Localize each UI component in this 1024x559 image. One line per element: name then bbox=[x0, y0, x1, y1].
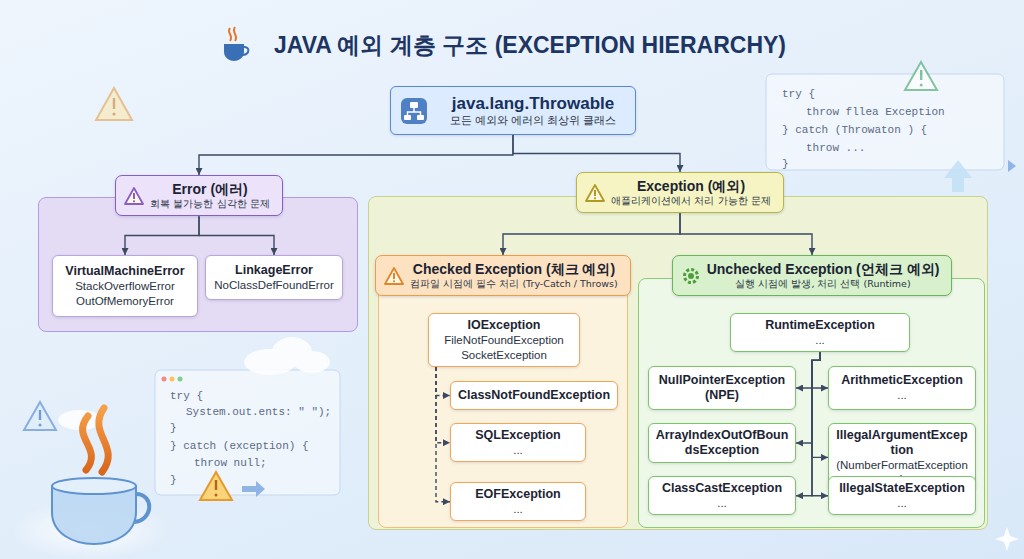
code-snippet: System.out.ents: " "); bbox=[186, 406, 331, 418]
panel-header: Unchecked Exception (언체크 예외)실행 시점에 발생, 처… bbox=[672, 255, 953, 296]
group-panel: Checked Exception (체크 예외)컴파일 시점에 필수 처리 (… bbox=[378, 255, 628, 528]
hierarchy-connector bbox=[812, 352, 828, 495]
hierarchy-connector bbox=[125, 216, 199, 255]
hierarchy-connector bbox=[680, 213, 812, 255]
hierarchy-connector bbox=[436, 367, 450, 396]
hierarchy-connector bbox=[812, 352, 828, 457]
warn-icon bbox=[384, 266, 404, 286]
class-box: java.lang.Throwable모든 예외와 에러의 최상위 클래스 bbox=[390, 86, 636, 135]
hierarchy-connector bbox=[503, 213, 680, 255]
class-box: VirtualMachineErrorStackOverflowError Ou… bbox=[52, 255, 198, 317]
gear-icon bbox=[681, 266, 701, 286]
code-snippet: throw ... bbox=[806, 142, 865, 154]
code-snippet: throw fllea Exception bbox=[806, 106, 945, 118]
class-box: LinkageErrorNoClassDefFoundError bbox=[205, 255, 343, 300]
node-heading: ArrayIndexOutOfBoundsException bbox=[655, 428, 789, 458]
code-snippet: try { bbox=[782, 88, 815, 100]
node-heading: Exception (예외) bbox=[611, 178, 770, 195]
warn-icon bbox=[585, 183, 605, 203]
hierarchy-connector bbox=[796, 352, 820, 388]
code-snippet: } bbox=[170, 474, 177, 486]
code-snippet: } bbox=[170, 422, 177, 434]
node-body: StackOverflowError OutOfMemoryError bbox=[59, 279, 191, 308]
node-heading: java.lang.Throwable bbox=[452, 94, 615, 114]
node-body: 모든 예외와 에러의 최상위 클래스 bbox=[450, 114, 616, 127]
hierarchy-connector bbox=[796, 352, 820, 443]
code-snippet: } catch (Throwaton ) { bbox=[782, 124, 927, 136]
class-box: ArithmeticException... bbox=[828, 366, 976, 410]
group-panel: Exception (예외)애플리케이션에서 처리 가능한 문제 Checked … bbox=[368, 172, 988, 530]
node-body: ... bbox=[717, 496, 727, 510]
class-box: IOExceptionFileNotFoundException SocketE… bbox=[428, 313, 580, 367]
panel-header: Exception (예외)애플리케이션에서 처리 가능한 문제 bbox=[576, 172, 783, 213]
class-box: ArrayIndexOutOfBoundsException bbox=[648, 423, 796, 463]
panel-header: Error (에러)회복 불가능한 심각한 문제 bbox=[115, 175, 282, 216]
node-heading: ClassCastException bbox=[662, 481, 782, 496]
warn-icon bbox=[124, 186, 144, 206]
node-heading: Checked Exception (체크 예외) bbox=[410, 261, 617, 278]
node-body: FileNotFoundException SocketException bbox=[435, 333, 573, 362]
hierarchy-connector bbox=[436, 367, 450, 443]
hierarchy-connector bbox=[796, 352, 820, 495]
node-heading: IOException bbox=[468, 318, 541, 333]
node-heading: Error (에러) bbox=[150, 181, 269, 198]
node-heading: VirtualMachineError bbox=[65, 264, 184, 279]
node-body: ... bbox=[897, 496, 907, 510]
node-heading: RuntimeException bbox=[765, 318, 875, 333]
hierarchy-connector bbox=[513, 135, 680, 172]
node-heading: ClassNotFoundException bbox=[458, 388, 610, 403]
node-heading: LinkageError bbox=[235, 263, 313, 278]
node-heading: NullPointerException (NPE) bbox=[655, 373, 789, 403]
panel-header: Checked Exception (체크 예외)컴파일 시점에 필수 처리 (… bbox=[375, 255, 630, 296]
group-panel: Error (에러)회복 불가능한 심각한 문제 VirtualMachineEr… bbox=[38, 175, 358, 332]
node-body: ... bbox=[513, 443, 523, 457]
code-snippet: throw null; bbox=[194, 457, 267, 469]
node-heading: SQLException bbox=[475, 428, 560, 443]
node-body: 실행 시점에 발생, 처리 선택 (Runtime) bbox=[707, 278, 940, 290]
node-body: ... bbox=[815, 333, 825, 347]
code-snippet: try { bbox=[170, 390, 203, 402]
node-heading: EOFException bbox=[475, 487, 560, 502]
class-box: ClassCastException... bbox=[648, 476, 796, 515]
net-icon bbox=[400, 97, 428, 125]
node-body: 애플리케이션에서 처리 가능한 문제 bbox=[611, 195, 770, 207]
hierarchy-connector bbox=[199, 216, 274, 255]
diagram-title: JAVA 예외 계층 구조 (EXCEPTION HIERARCHY) bbox=[274, 30, 786, 61]
node-heading: Unchecked Exception (언체크 예외) bbox=[707, 261, 940, 278]
class-box: ClassNotFoundException bbox=[450, 381, 618, 410]
node-body: ... bbox=[513, 502, 523, 516]
class-box: EOFException... bbox=[450, 482, 586, 521]
node-body: NoClassDefFoundError bbox=[214, 278, 334, 292]
node-heading: IllegalArgumentException bbox=[835, 428, 969, 458]
class-box: NullPointerException (NPE) bbox=[648, 366, 796, 410]
class-box: IllegalStateException... bbox=[828, 476, 976, 515]
node-body: ... bbox=[897, 388, 907, 402]
node-heading: ArithmeticException bbox=[841, 373, 963, 388]
hierarchy-connector bbox=[436, 367, 450, 502]
node-body: 회복 불가능한 심각한 문제 bbox=[150, 198, 269, 210]
hierarchy-connector bbox=[199, 135, 513, 175]
node-heading: IllegalStateException bbox=[839, 481, 965, 496]
node-body: 컴파일 시점에 필수 처리 (Try-Catch / Throws) bbox=[410, 278, 617, 290]
code-snippet: } bbox=[782, 158, 789, 170]
group-panel: Unchecked Exception (언체크 예외)실행 시점에 발생, 처… bbox=[638, 255, 985, 528]
code-snippet: } catch (exception) { bbox=[170, 440, 309, 452]
class-box: RuntimeException... bbox=[730, 313, 910, 352]
class-box: SQLException... bbox=[450, 423, 586, 462]
